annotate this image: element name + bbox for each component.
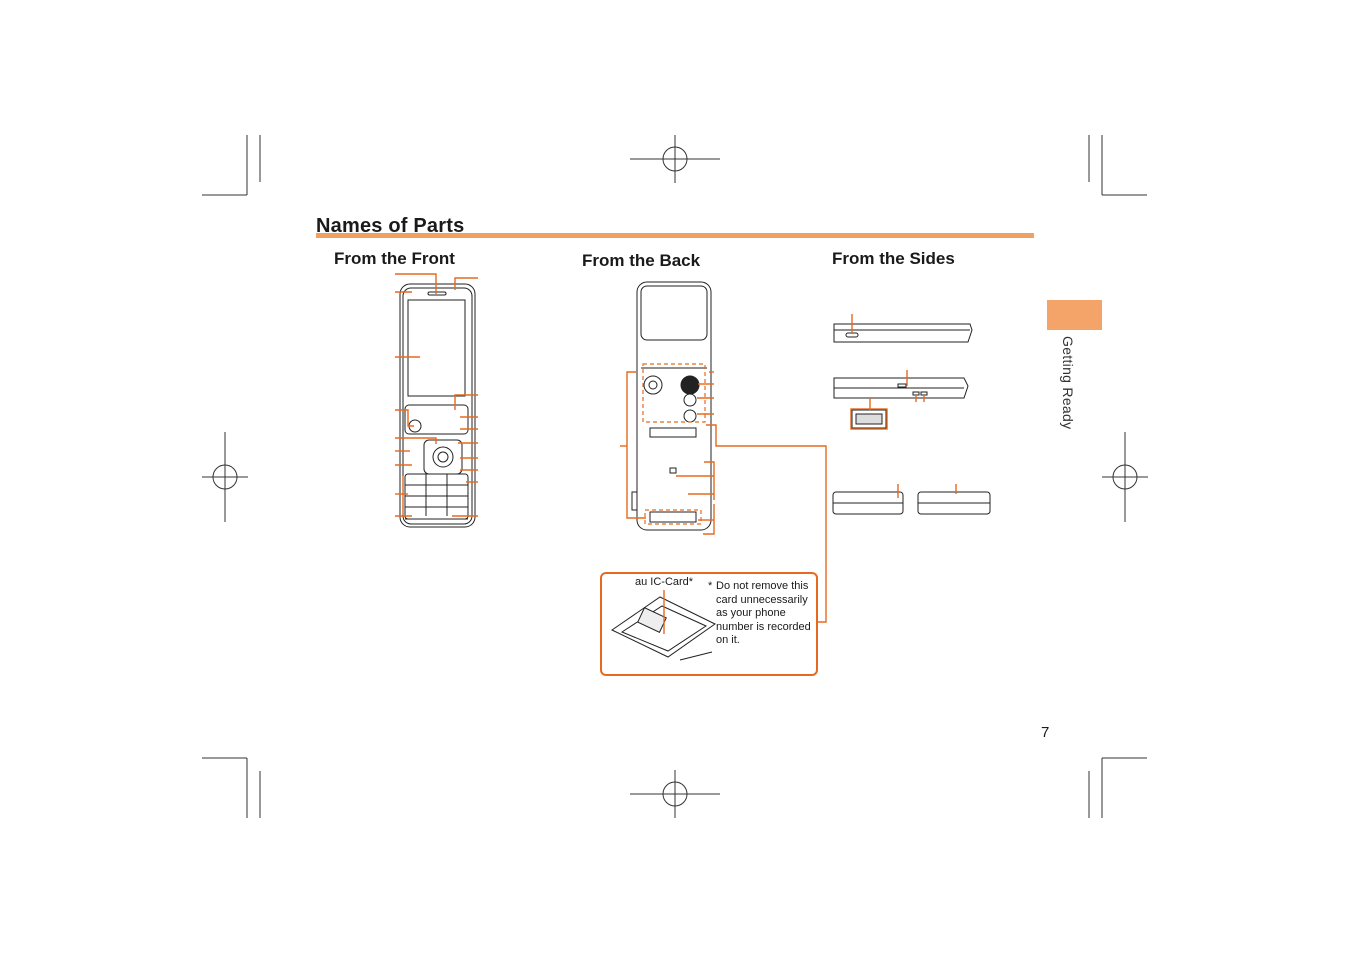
title-rule	[316, 233, 1034, 238]
footnote-mark: *	[708, 580, 713, 592]
heading-front: From the Front	[334, 249, 455, 268]
heading-back: From the Back	[582, 251, 701, 270]
heading-sides: From the Sides	[832, 249, 955, 268]
footnote-text: Do not remove this card unnecessarily as…	[716, 580, 811, 646]
chapter-tab-label: Getting Ready	[1060, 336, 1076, 430]
ic-card-footnote: * Do not remove this card unnecessarily …	[708, 580, 820, 648]
chapter-tab	[1047, 300, 1102, 330]
ic-card-label: au IC-Card*	[635, 576, 694, 588]
ic-card-callout	[600, 572, 818, 676]
page-number: 7	[1041, 724, 1050, 741]
page-title: Names of Parts	[316, 215, 465, 237]
